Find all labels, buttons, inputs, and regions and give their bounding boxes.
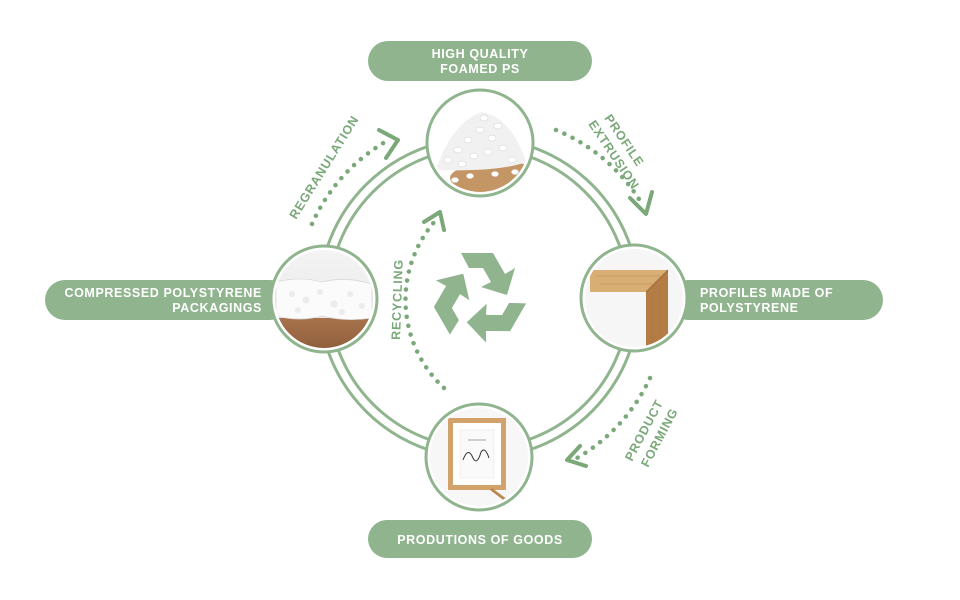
svg-text:POLYSTYRENE: POLYSTYRENE: [700, 301, 799, 315]
stage-image-picture-frame-art: [424, 402, 534, 512]
recycling-arrow: [403, 210, 447, 391]
stage-image-wooden-frame-corner: [579, 243, 689, 353]
product-forming-arrow: [565, 375, 653, 468]
svg-text:PACKAGINGS: PACKAGINGS: [172, 301, 262, 315]
profile-extrusion-arrow: [553, 127, 654, 216]
recycle-icon: [433, 253, 527, 343]
regranulation-label: REGRANULATION: [287, 113, 362, 222]
svg-text:FOAMED PS: FOAMED PS: [440, 62, 520, 76]
svg-text:HIGH QUALITY: HIGH QUALITY: [432, 47, 529, 61]
svg-text:COMPRESSED POLYSTYRENE: COMPRESSED POLYSTYRENE: [64, 286, 262, 300]
recycling-label: RECYCLING: [389, 259, 406, 340]
stage-image-white-ps-beads: [425, 88, 535, 198]
svg-text:PRODUTIONS OF GOODS: PRODUTIONS OF GOODS: [397, 533, 563, 547]
pill-produtions-of-goods: PRODUTIONS OF GOODS: [368, 520, 592, 558]
svg-text:PROFILES MADE OF: PROFILES MADE OF: [700, 286, 833, 300]
stage-image-compressed-foam-block: [269, 244, 379, 354]
pill-profiles-made-of-polystyrene: PROFILES MADE OF POLYSTYRENE: [668, 280, 883, 320]
pill-high-quality-foamed-ps: HIGH QUALITY FOAMED PS: [368, 41, 592, 81]
regranulation-arrow: [309, 128, 400, 227]
pill-compressed-polystyrene-packagings: COMPRESSED POLYSTYRENE PACKAGINGS: [45, 280, 290, 320]
